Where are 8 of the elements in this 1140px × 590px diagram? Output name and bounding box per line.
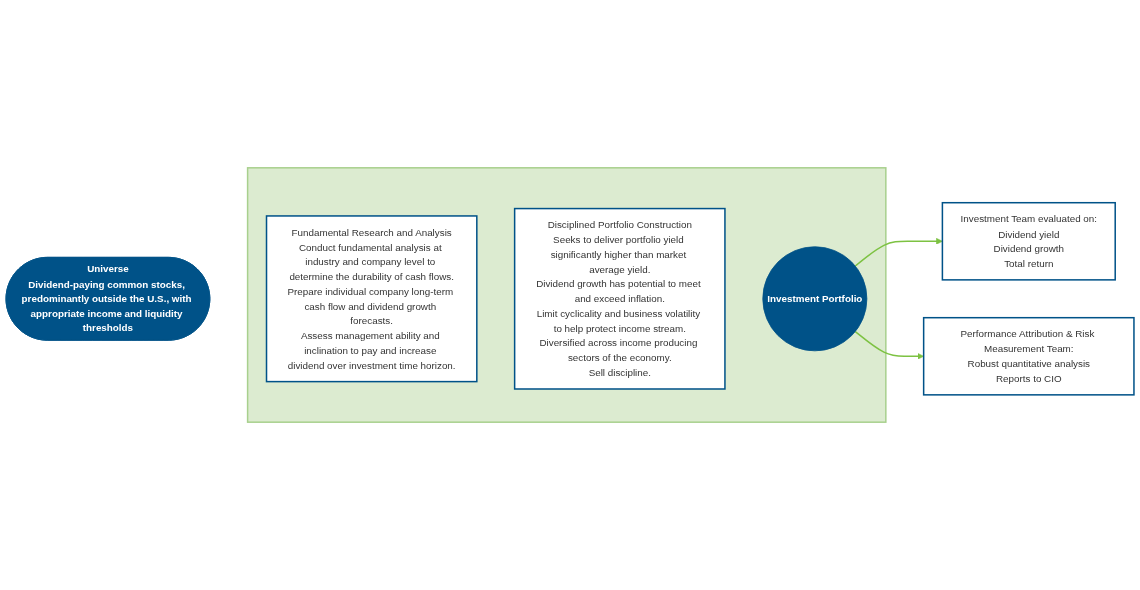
node-box: Disciplined Portfolio Construction Seeks to deliver portfolio yield significantly higher than market average yield. Dividend growth has potential to meet and exceed inflation. Limit cyclicality and business volatility to help protect income stream. Diversified across income producing sectors of the economy. Sell discipline. <box>513 207 726 390</box>
arrow <box>854 237 943 267</box>
node-box: Fundamental Research and Analysis Conduct fundamental analysis at industry and company level to determine the durability of cash flows. Prepare individual company long-term cash flow and dividend growth forecasts. Assess management ability and inclination to pay and increase dividend over investment time horizon. <box>265 215 478 383</box>
node-circle: Investment Portfolio <box>762 246 868 352</box>
cluster <box>246 167 887 423</box>
node-box: Performance Attribution & Risk Measurement Team: Robust quantitative analysis Reports to CIO <box>922 316 1135 396</box>
arrow <box>854 330 924 360</box>
node-box: Investment Team evaluated on: Dividend yield Dividend growth Total return <box>941 201 1116 281</box>
